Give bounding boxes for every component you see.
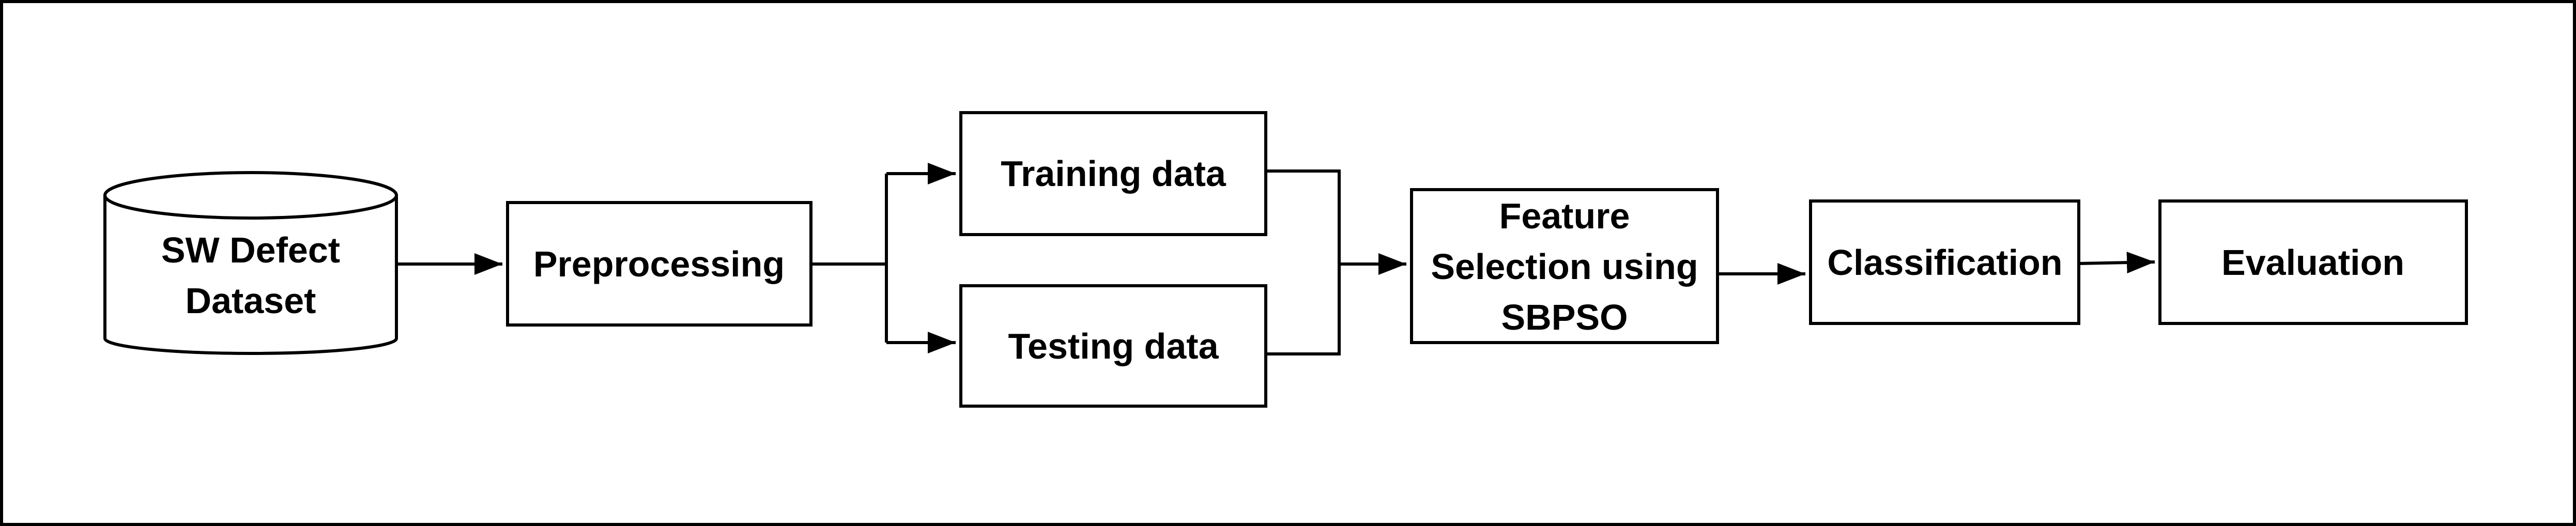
classification-node: Classification [1809, 199, 2080, 325]
testing-data-box [959, 284, 1267, 408]
arrow-to-evaluation [2078, 252, 2155, 274]
evaluation-box [2158, 199, 2468, 325]
preprocessing-label: Preprocessing [533, 244, 785, 284]
dataset-label-line2: Dataset [186, 281, 316, 321]
dataset-node: SW Defect Dataset [103, 171, 398, 355]
cylinder-body [103, 195, 398, 355]
preprocessing-box [506, 201, 812, 327]
testing-data-label: Testing data [1008, 326, 1219, 366]
testing-data-node: Testing data [959, 284, 1267, 408]
feature-selection-node: Feature Selection using SBPSO [1410, 188, 1719, 344]
classification-label: Classification [1827, 242, 2062, 283]
feature-selection-label-line3: SBPSO [1501, 297, 1628, 337]
training-data-box [959, 111, 1267, 236]
evaluation-label: Evaluation [2221, 242, 2404, 283]
training-data-node: Training data [959, 111, 1267, 236]
feature-selection-label-line1: Feature [1499, 196, 1630, 236]
preprocessing-node: Preprocessing [506, 201, 812, 327]
evaluation-node: Evaluation [2158, 199, 2468, 325]
dataset-label-line1: SW Defect [161, 230, 340, 270]
line-data-merge [1266, 169, 1341, 355]
classification-box [1809, 199, 2080, 325]
training-data-label: Training data [1001, 153, 1226, 194]
feature-selection-box [1410, 188, 1719, 344]
cylinder-top [103, 171, 398, 220]
feature-selection-label-line2: Selection using [1431, 246, 1698, 287]
